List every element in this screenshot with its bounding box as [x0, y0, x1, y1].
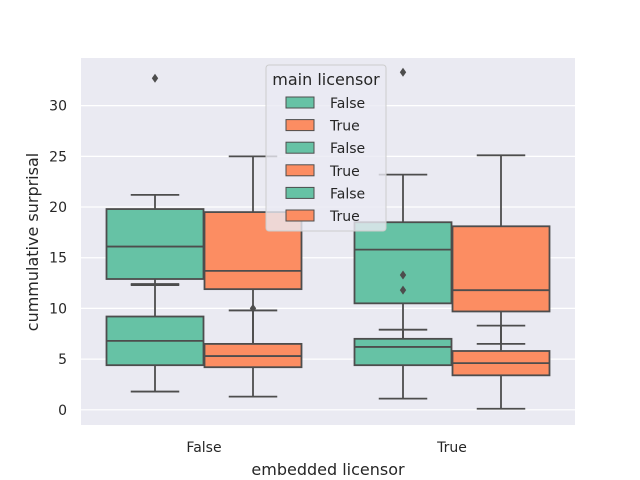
legend-entry-label: True — [329, 119, 360, 135]
box-3-0 — [203, 303, 303, 398]
legend-swatch — [285, 119, 315, 132]
outlier-point — [399, 270, 407, 280]
x-axis-label: embedded licensor — [251, 460, 405, 479]
legend-swatch — [285, 164, 315, 177]
outlier-point — [151, 73, 159, 83]
legend-entry-label: False — [330, 141, 365, 157]
legend-swatch — [285, 141, 315, 154]
legend-title: main licensor — [272, 70, 380, 89]
y-tick-label: 15 — [49, 251, 67, 267]
legend-swatch — [285, 209, 315, 222]
y-tick-label: 30 — [49, 99, 67, 115]
legend-entry-label: False — [330, 186, 365, 202]
box-3-1 — [451, 324, 551, 410]
x-tick-label: True — [436, 440, 467, 456]
legend-swatch — [285, 186, 315, 199]
box-body — [451, 225, 551, 313]
x-tick-label: False — [186, 440, 221, 456]
outlier-point — [399, 67, 407, 77]
legend-swatch — [285, 96, 315, 109]
legend-entry-label: True — [329, 209, 360, 225]
y-axis-label: cummulative surprisal — [23, 153, 42, 331]
box-body — [353, 337, 453, 367]
box-2-0 — [105, 283, 205, 393]
y-tick-label: 20 — [49, 200, 67, 216]
legend-frame — [265, 64, 387, 232]
box-series — [105, 67, 551, 410]
legend-entry-label: True — [329, 164, 360, 180]
outlier-point — [399, 285, 407, 295]
series-3 — [203, 303, 551, 410]
box-body — [105, 208, 205, 280]
y-tick-label: 5 — [58, 352, 67, 368]
y-axis-ticks: 0 5 10 15 20 25 30 — [49, 99, 67, 419]
y-tick-label: 0 — [58, 403, 67, 419]
outlier-point — [249, 303, 257, 313]
series-2 — [105, 283, 453, 400]
y-tick-label: 25 — [49, 149, 67, 165]
box-2-1 — [353, 328, 453, 400]
x-axis-ticks: False True — [186, 440, 466, 456]
y-tick-label: 10 — [49, 301, 67, 317]
legend-entry-label: False — [330, 96, 365, 112]
